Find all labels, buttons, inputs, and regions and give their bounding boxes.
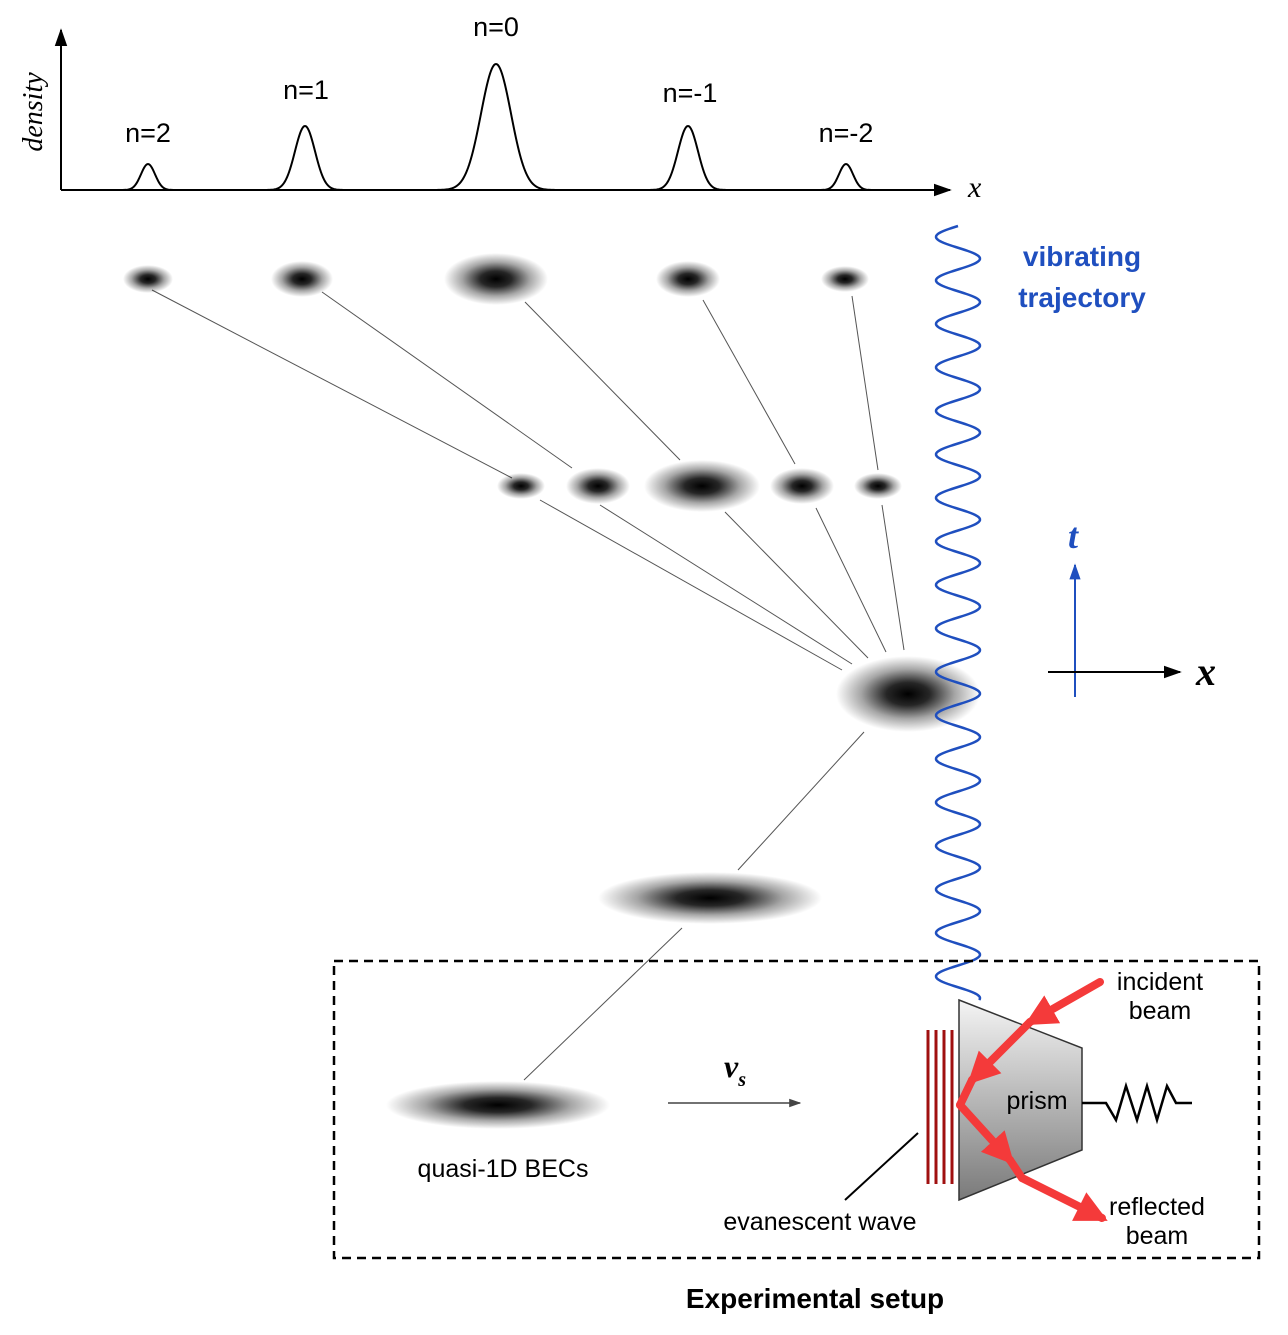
incident-label-line2: beam: [1129, 997, 1192, 1025]
trajectory-label-line2: trajectory: [1018, 282, 1146, 313]
reflected-label-line1: reflected: [1109, 1193, 1205, 1221]
connector: [737, 731, 865, 871]
incident-label-line1: incident: [1117, 968, 1203, 996]
density-curve: [61, 62, 930, 191]
wave-packets: [123, 253, 980, 1129]
connector: [851, 295, 879, 471]
experimental-setup: vs quasi-1D BECs evanescent wave prism i…: [332, 959, 1261, 1260]
packet-n2-top: [123, 265, 173, 293]
spring-icon: [1082, 1081, 1192, 1125]
incident-beam-seg2: [967, 1018, 1034, 1085]
packet-n1-mid: [566, 468, 630, 504]
peak-label-n2: n=2: [125, 118, 171, 148]
connector: [599, 504, 853, 665]
evanescent-wave-stripes: [926, 1030, 954, 1184]
trajectory-label-line1: vibrating: [1023, 241, 1141, 272]
setup-dashed-box: [332, 959, 1261, 1260]
incident-beam-seg1: [1024, 978, 1104, 1026]
connector: [151, 289, 513, 479]
connector: [524, 301, 681, 461]
packet-initial: [386, 1081, 610, 1129]
packet-n-2-top: [821, 266, 869, 292]
peak-label-n-2: n=-2: [819, 118, 874, 148]
density-x-label: x: [967, 171, 982, 204]
evanescent-pointer: [844, 1132, 919, 1201]
packet-n0-top: [444, 253, 548, 305]
t-axis-label: t: [1068, 516, 1079, 556]
bec-label: quasi-1D BECs: [418, 1155, 589, 1183]
reflected-label-line2: beam: [1126, 1222, 1189, 1250]
peak-label-n0: n=0: [473, 12, 519, 42]
evanescent-label: evanescent wave: [723, 1208, 916, 1236]
connector: [724, 511, 869, 659]
connector: [702, 299, 796, 465]
connection-lines: [151, 289, 905, 1081]
packet-n2-mid: [497, 473, 545, 499]
prism-label: prism: [1006, 1087, 1067, 1115]
connector: [321, 291, 573, 469]
connector: [881, 504, 905, 651]
reflected-beam-seg0: [956, 1076, 976, 1109]
packet-n0-mid: [644, 460, 760, 512]
peak-label-n1: n=1: [283, 75, 329, 105]
light-beams: [956, 978, 1108, 1222]
connector: [815, 507, 887, 653]
packet-approaching: [598, 872, 822, 924]
connector: [539, 499, 843, 671]
density-y-label: density: [18, 72, 49, 152]
packet-n1-top: [271, 261, 333, 297]
reflected-beam-seg1: [956, 1101, 1015, 1165]
x-axis-label: x: [1195, 649, 1216, 694]
connector: [523, 927, 683, 1081]
packet-n-1-top: [656, 261, 720, 297]
packet-reflection: [836, 656, 980, 732]
vibrating-trajectory-wave: [934, 224, 982, 1001]
velocity-label: vs: [724, 1048, 746, 1091]
density-plot: density x n=2 n=1 n=0 n=-1 n=-2: [18, 12, 982, 204]
setup-caption: Experimental setup: [686, 1283, 944, 1314]
packet-n-2-mid: [854, 473, 902, 499]
tx-axes-indicator: t x: [1048, 516, 1216, 697]
reflected-beam-seg3: [1018, 1174, 1108, 1222]
packet-n-1-mid: [770, 468, 834, 504]
peak-label-n-1: n=-1: [663, 78, 718, 108]
